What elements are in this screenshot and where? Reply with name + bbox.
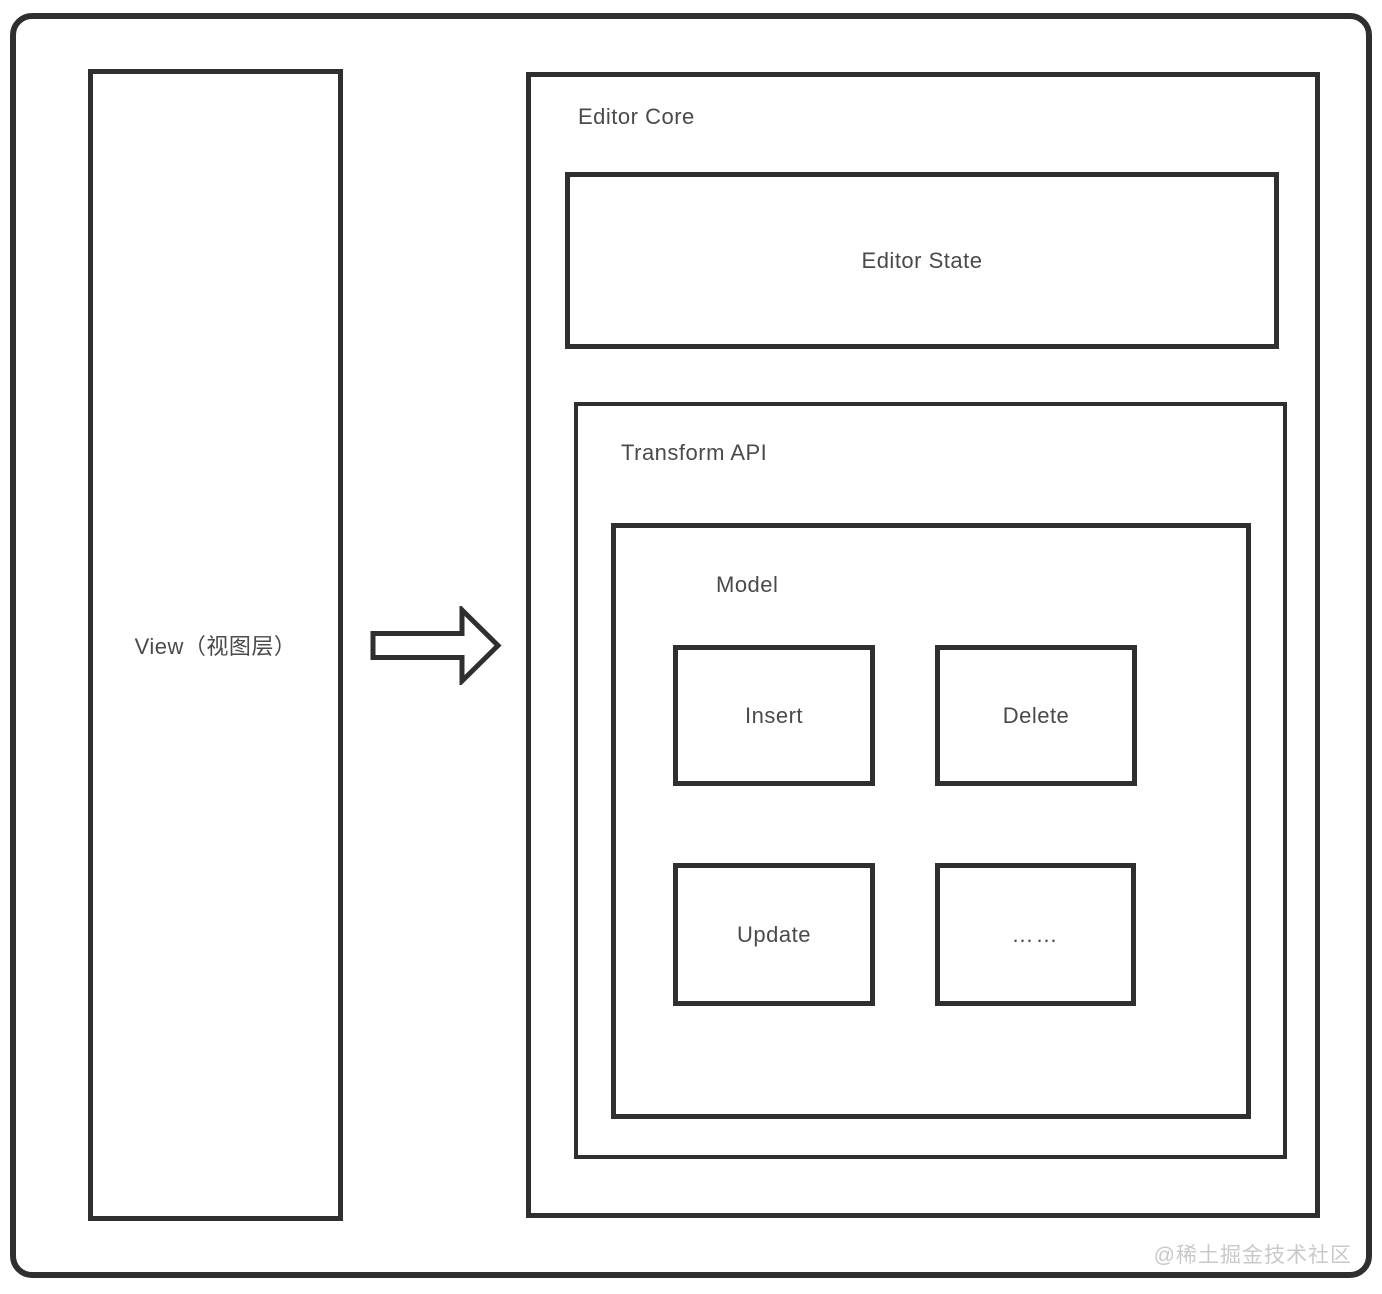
editor-state-box: Editor State — [565, 172, 1279, 349]
model-title: Model — [716, 572, 779, 597]
delete-label: Delete — [1002, 702, 1070, 728]
editor-core-title: Editor Core — [578, 104, 695, 129]
view-layer-label: View（视图层） — [134, 634, 297, 659]
juejin-watermark: @稀土掘金技术社区 — [1153, 1244, 1352, 1267]
insert-label: Insert — [744, 702, 804, 728]
model-operation-update-box: Update — [673, 863, 875, 1006]
editor-state-label: Editor State — [861, 247, 983, 273]
view-layer-box: View（视图层） — [88, 69, 343, 1221]
transform-api-title: Transform API — [621, 440, 768, 465]
model-operation-insert-box: Insert — [673, 645, 875, 786]
update-label: Update — [737, 921, 811, 947]
ellipsis-label: …… — [1011, 921, 1060, 947]
right-arrow-icon — [370, 604, 502, 687]
model-operation-ellipsis-box: …… — [935, 863, 1136, 1006]
model-box — [611, 523, 1251, 1119]
model-operation-delete-box: Delete — [935, 645, 1137, 786]
